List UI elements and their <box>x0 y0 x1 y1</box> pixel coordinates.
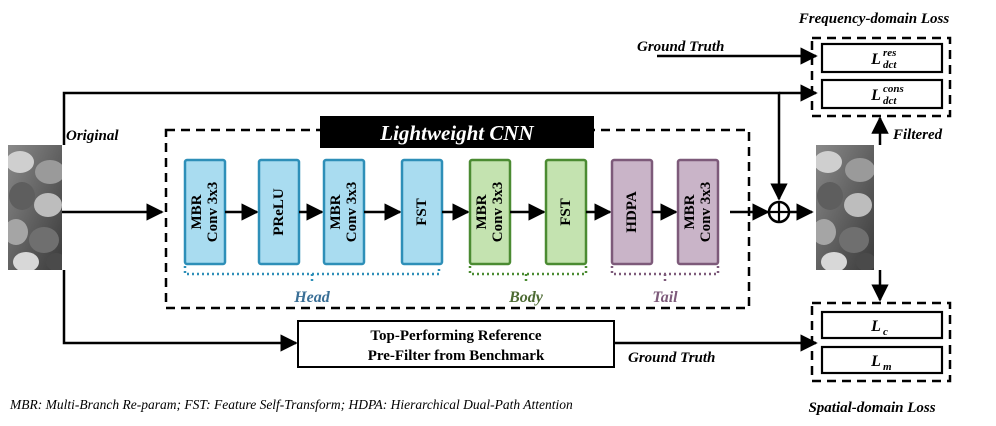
cnn-block-box <box>676 158 720 266</box>
sum-node <box>767 200 791 224</box>
filtered-label: Filtered <box>892 127 943 143</box>
original-to-ref-filter-arrow <box>62 270 298 352</box>
ref-filter-line2: Pre-Filter from Benchmark <box>368 348 545 364</box>
cnn-title: Lightweight CNN <box>379 121 534 145</box>
cnn-block-label: HDPA <box>624 191 640 233</box>
cnn-container <box>164 128 751 310</box>
loss-symbol: L <box>870 87 881 104</box>
bracket-body <box>468 266 588 276</box>
loss-superscript: res <box>883 47 896 59</box>
loss-subscript: dct <box>883 59 897 71</box>
bracket-tail <box>610 266 720 276</box>
loss-superscript: cons <box>883 83 904 95</box>
ground-truth-bottom-label: Ground Truth <box>628 350 715 366</box>
loss-box <box>820 310 944 340</box>
cnn-block: HDPA <box>610 158 654 266</box>
spatial-loss-title: Spatial-domain Loss <box>808 400 935 416</box>
ref-filter-line1: Top-Performing Reference <box>370 328 542 344</box>
loss-symbol: L <box>870 51 881 68</box>
cnn-block-label: Conv 3x3 <box>205 182 221 242</box>
cnn-block-label: PReLU <box>271 188 287 236</box>
cnn-block-label: MBR <box>328 194 344 229</box>
group-label-tail: Tail <box>652 289 678 306</box>
loss-box <box>820 78 944 110</box>
filtered-image <box>816 145 874 270</box>
cnn-block: FST <box>544 158 588 266</box>
footnote: MBR: Multi-Branch Re-param; FST: Feature… <box>9 397 573 412</box>
original-image <box>8 145 62 270</box>
cnn-block-label: Conv 3x3 <box>698 182 714 242</box>
group-brackets: Head Body Tail <box>183 266 720 306</box>
loss-symbol: L <box>870 318 881 335</box>
freq-loss-title: Frequency-domain Loss <box>798 11 950 27</box>
bracket-head <box>183 266 441 276</box>
group-label-body: Body <box>508 289 544 306</box>
cnn-block: FST <box>400 158 444 266</box>
loss-subscript: c <box>883 326 888 338</box>
loss-subscript: dct <box>883 95 897 107</box>
ref-filter-box <box>297 320 615 368</box>
original-label: Original <box>66 128 119 144</box>
cnn-block: PReLU <box>257 158 301 266</box>
cnn-block-label: MBR <box>474 194 490 229</box>
cnn-block-label: FST <box>414 198 430 226</box>
freq-loss-container <box>810 36 952 118</box>
group-label-head: Head <box>293 289 331 306</box>
loss-box <box>820 345 944 375</box>
cnn-block-label: Conv 3x3 <box>490 182 506 242</box>
cnn-block-label: FST <box>558 198 574 226</box>
loss-subscript: m <box>883 361 892 373</box>
skip-connection-arrow <box>62 91 788 201</box>
cnn-block-label: Conv 3x3 <box>344 182 360 242</box>
loss-box <box>820 42 944 74</box>
cnn-block-label: MBR <box>189 194 205 229</box>
cnn-block-label: MBR <box>682 194 698 229</box>
cnn-title-box <box>320 116 594 148</box>
ground-truth-top-label: Ground Truth <box>637 39 724 55</box>
loss-symbol: L <box>870 353 881 370</box>
